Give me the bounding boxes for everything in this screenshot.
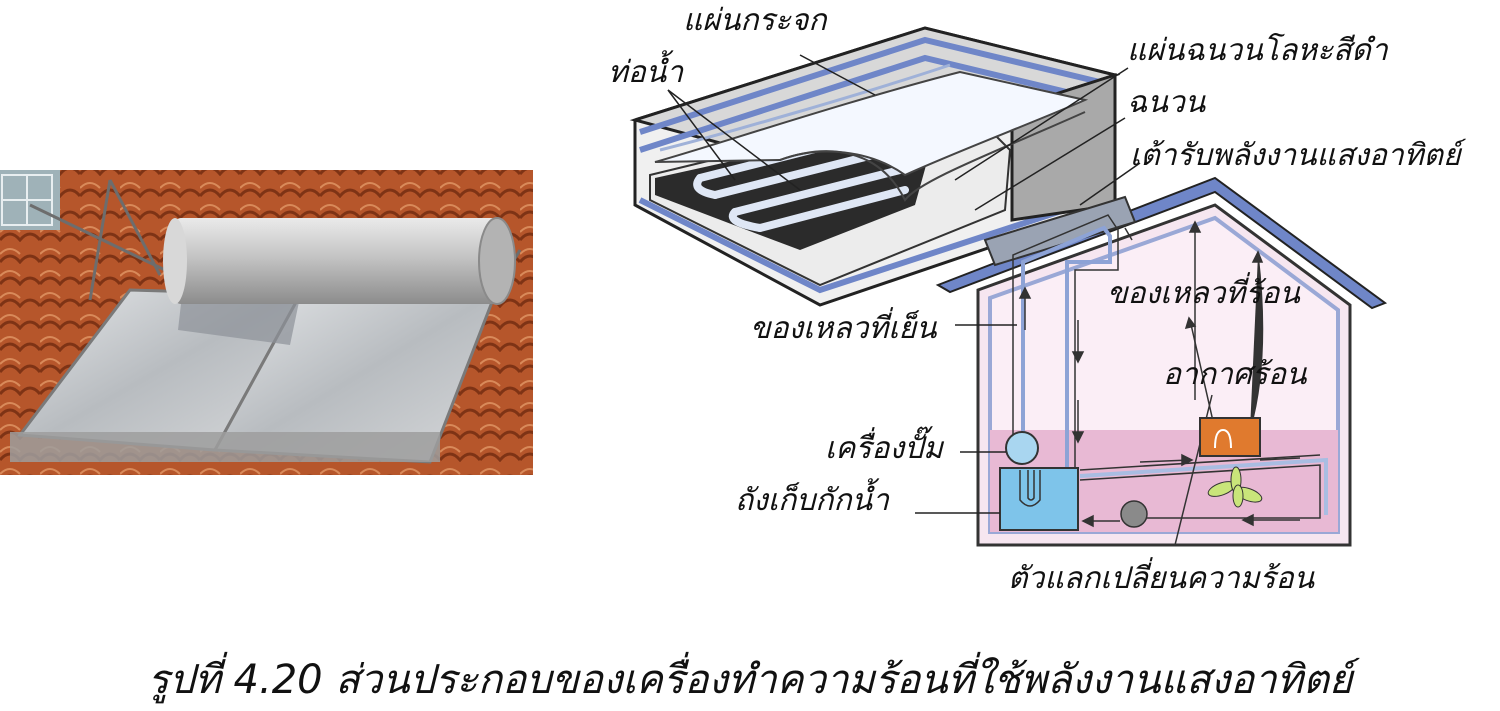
labels: แผ่นกระจก ท่อน้ำ แผ่นฉนวนโลหะสีดำ ฉนวน เ…: [608, 3, 1467, 596]
label-insulation: ฉนวน: [1127, 85, 1207, 120]
house-pipes: [1012, 214, 1328, 519]
storage-cylinder: [175, 218, 497, 304]
label-glass-plate: แผ่นกระจก: [683, 3, 828, 38]
label-cold-fluid: ของเหลวที่เย็น: [750, 307, 938, 346]
label-hot-air: อากาศร้อน: [1163, 357, 1308, 392]
label-hot-fluid: ของเหลวที่ร้อน: [1107, 272, 1301, 311]
label-water-pipe: ท่อน้ำ: [608, 50, 684, 90]
fan-icon: [1207, 466, 1263, 508]
flow-arrows: [1018, 220, 1301, 546]
leader-lines: [667, 54, 1141, 514]
label-heat-exchanger: ตัวแลกเปลี่ยนความร้อน: [1008, 557, 1316, 596]
storage-tank-unit: [999, 467, 1079, 531]
collector-cutaway: [629, 26, 1121, 307]
label-black-metal-sheet: แผ่นฉนวนโลหะสีดำ: [1127, 32, 1389, 68]
valve: [1120, 500, 1148, 528]
solar-heater-photo: [0, 170, 533, 475]
label-storage-tank: ถังเก็บกักน้ำ: [735, 478, 890, 518]
label-solar-collector: เต้ารับพลังงานแสงอาทิตย์: [1130, 138, 1467, 173]
figure-caption: รูปที่ 4.20 ส่วนประกอบของเครื่องทำความร้…: [148, 651, 1361, 704]
pump-unit: [1005, 431, 1039, 465]
house-diagram: [935, 176, 1388, 547]
roof-collector: [983, 195, 1137, 267]
label-pump: เครื่องปั๊ม: [825, 426, 945, 466]
house-roof: [935, 176, 1388, 310]
